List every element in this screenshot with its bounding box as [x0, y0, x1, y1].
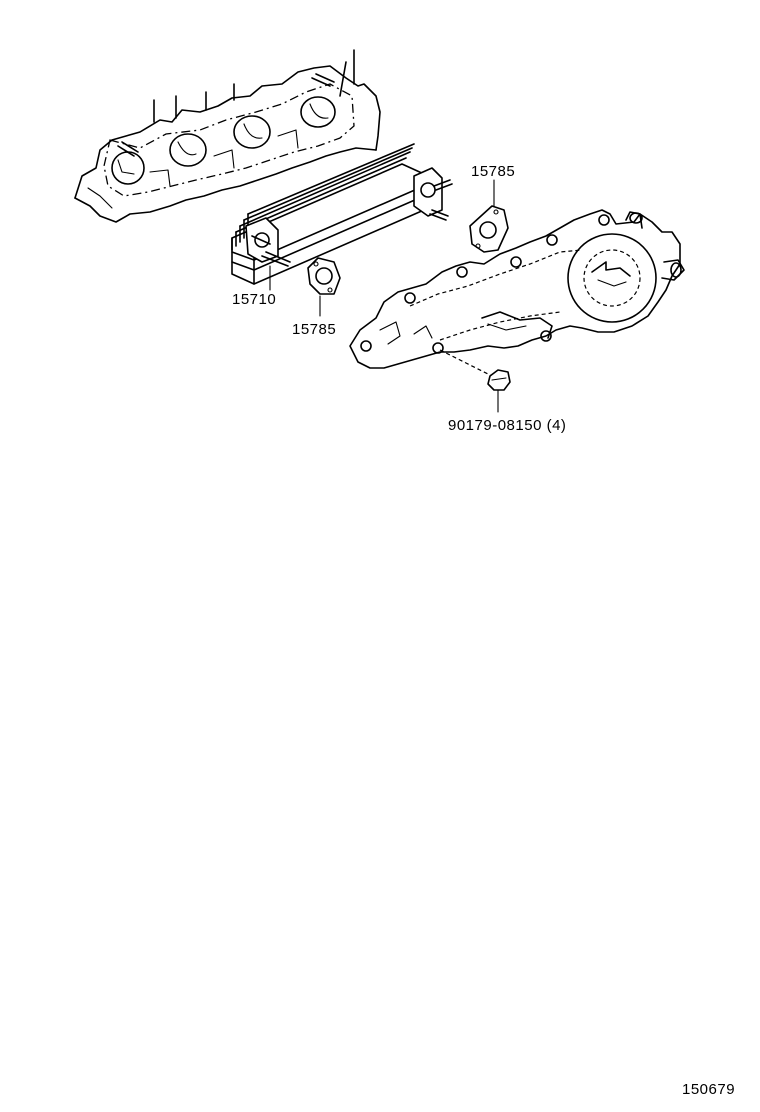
cooler-cover-housing: [349, 209, 685, 379]
label-gasket-upper: 15785: [471, 163, 515, 180]
label-oil-cooler: 15710: [232, 291, 276, 308]
oil-cooler: [231, 143, 453, 291]
label-gasket-lower: 15785: [292, 321, 336, 338]
gasket-upper: [469, 179, 509, 253]
engine-block: [74, 49, 381, 223]
figure-number: 150679: [682, 1081, 735, 1098]
flange-nut: [487, 369, 511, 413]
label-nut: 90179-08150 (4): [448, 417, 566, 434]
gasket-lower: [307, 257, 341, 317]
